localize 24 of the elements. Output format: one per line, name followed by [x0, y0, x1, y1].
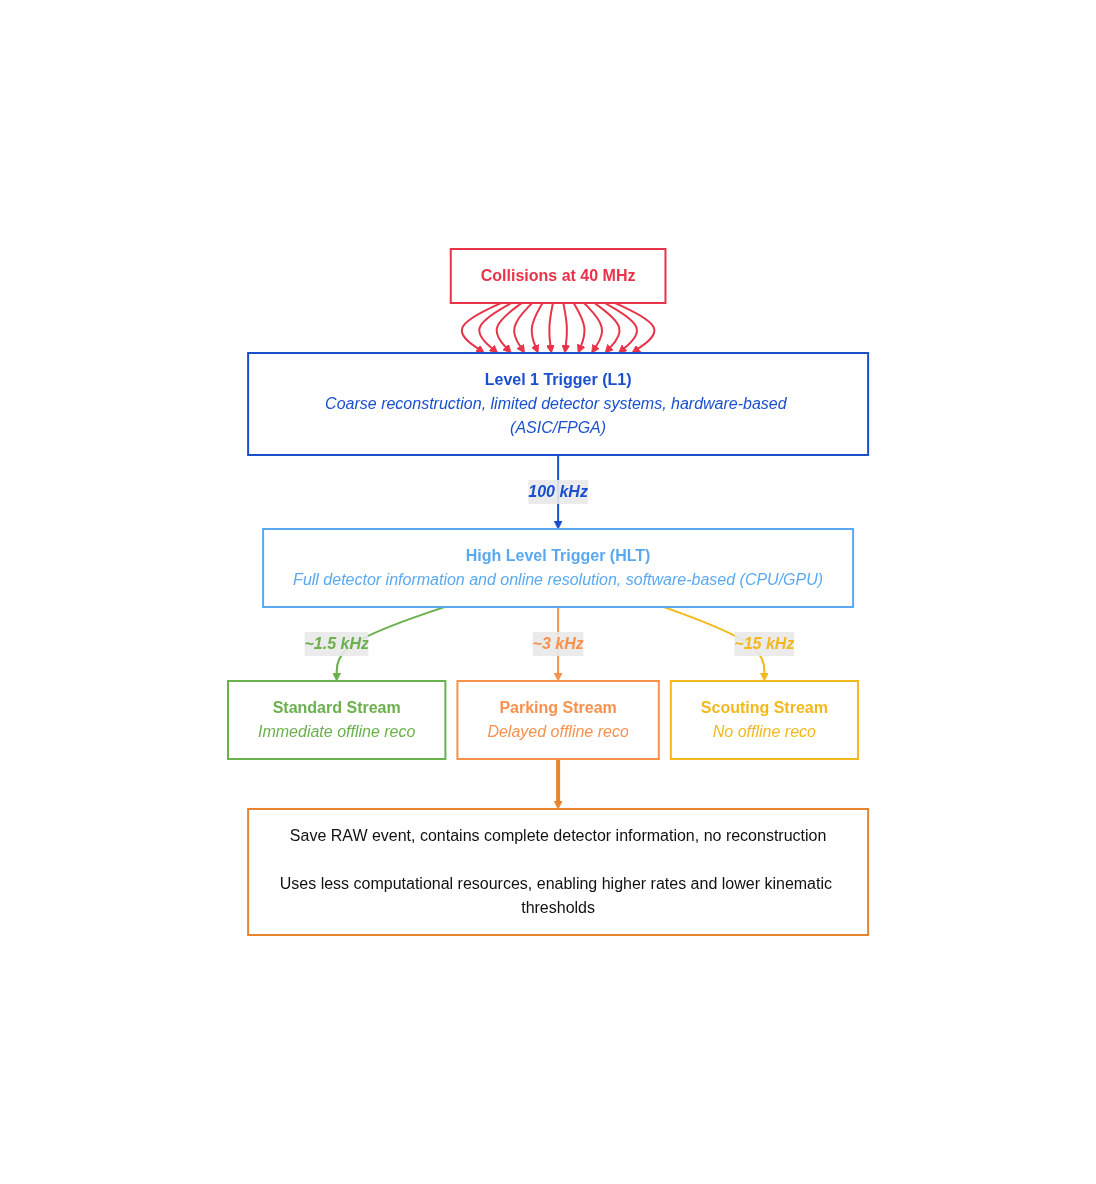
arrow [530, 302, 544, 354]
arrow [545, 302, 555, 354]
edge-label: 100 kHz [528, 482, 588, 500]
arrow [495, 302, 523, 354]
node-box: Collisions at 40 MHz [449, 248, 667, 304]
edge-label: ~3 kHz [532, 634, 584, 652]
arrow [460, 302, 502, 354]
node-box: High Level Trigger (HLT) Full detector information and online resolution, software-based (CPU/GPU) [262, 528, 855, 608]
node-box: Standard Stream Immediate offline reco [226, 680, 447, 760]
node-box: Scouting Stream No offline reco [669, 680, 859, 760]
edge-label: ~15 kHz [734, 634, 795, 652]
arrow [593, 302, 621, 354]
arrow [603, 302, 638, 354]
node-box: Parking Stream Delayed offline reco [456, 680, 660, 760]
node-box: Level 1 Trigger (L1) Coarse reconstruction, limited detector systems, hardware-based (ASIC/FPGA) [247, 352, 870, 456]
arrow [572, 302, 586, 354]
arrow [614, 302, 656, 354]
arrow [583, 302, 603, 354]
arrow [553, 759, 563, 810]
arrow [561, 302, 571, 354]
arrow [478, 302, 513, 354]
node-box: Save RAW event, contains complete detector information, no reconstruction Uses less computational resources, enabling higher rates and lower kinematic thresholds [247, 808, 870, 936]
arrow [513, 302, 534, 354]
edge-label: ~1.5 kHz [304, 634, 369, 652]
